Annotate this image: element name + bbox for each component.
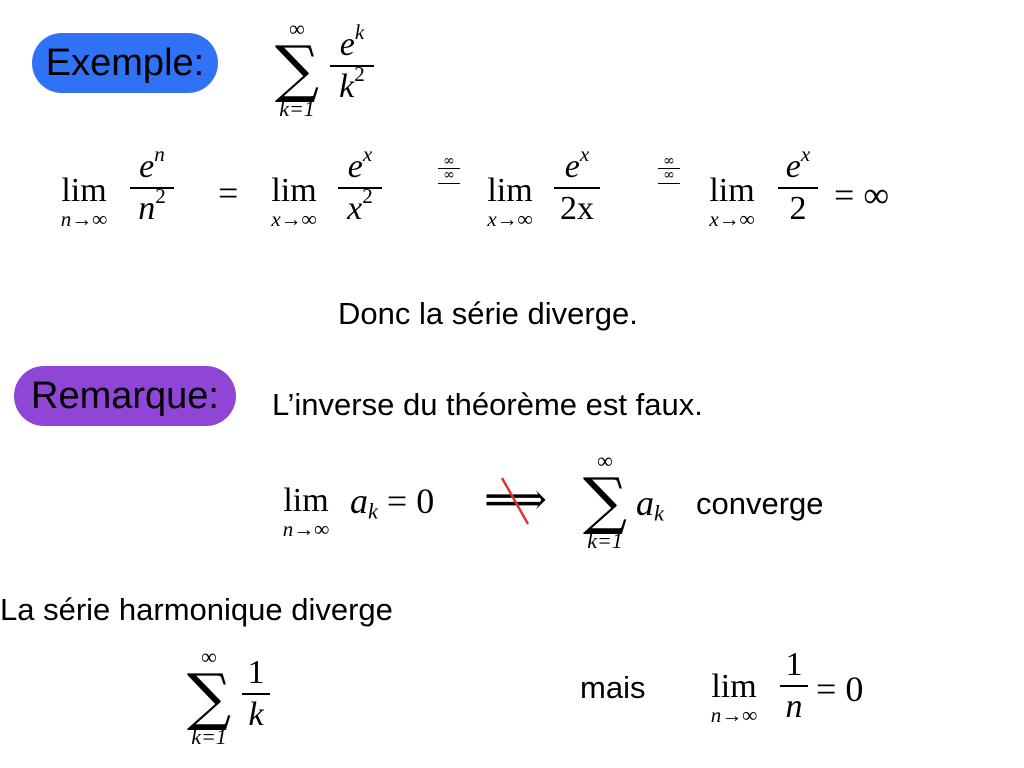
equals-1: = <box>218 173 239 213</box>
example-badge-label: Exemple: <box>45 41 205 84</box>
equals-zero: = 0 <box>816 669 864 709</box>
hopital-equals-2: ∞ ∞ <box>656 154 682 186</box>
strike-line <box>500 477 530 525</box>
equals-infinity: = ∞ <box>834 175 889 215</box>
harmonic-text: La série harmonique diverge <box>0 592 393 627</box>
lim-x-1: lim x→∞ <box>271 172 317 231</box>
lim-n: lim n→∞ <box>60 172 108 231</box>
harmonic-sum: ∞ ∑ k=1 <box>186 644 232 749</box>
remark-badge-label: Remarque: <box>31 374 219 417</box>
conclusion-text: Donc la série diverge. <box>338 296 638 331</box>
sum-term-ak: ak <box>636 483 664 526</box>
fraction-ex-2: ex 2 <box>778 144 818 228</box>
fraction-en-n2: en n2 <box>130 144 174 228</box>
ak-equals-zero: ak = 0 <box>350 481 435 524</box>
lim-x-2: lim x→∞ <box>487 172 533 231</box>
lim-one-over-n: lim n→∞ <box>710 668 758 727</box>
remark-text: L’inverse du théorème est faux. <box>272 387 703 422</box>
hopital-equals-1: ∞ ∞ <box>436 154 462 186</box>
converge-sum: ∞ ∑ k=1 <box>582 448 628 553</box>
but-text: mais <box>580 670 646 705</box>
fraction-ex-2x: ex 2x <box>554 144 600 228</box>
example-fraction: ek k2 <box>330 22 374 106</box>
lim-x-3: lim x→∞ <box>709 172 755 231</box>
remark-badge: Remarque: <box>14 366 236 426</box>
harmonic-fraction: 1 k <box>242 654 270 734</box>
fraction-ex-x2: ex x2 <box>338 144 382 228</box>
example-sum: ∞ ∑ k=1 <box>274 16 320 121</box>
converge-text: converge <box>696 486 824 521</box>
not-implies-arrow: ⟹ <box>484 472 550 528</box>
lim-ak: lim n→∞ <box>282 482 330 541</box>
one-over-n-fraction: 1 n <box>780 646 808 726</box>
example-badge: Exemple: <box>32 33 218 93</box>
